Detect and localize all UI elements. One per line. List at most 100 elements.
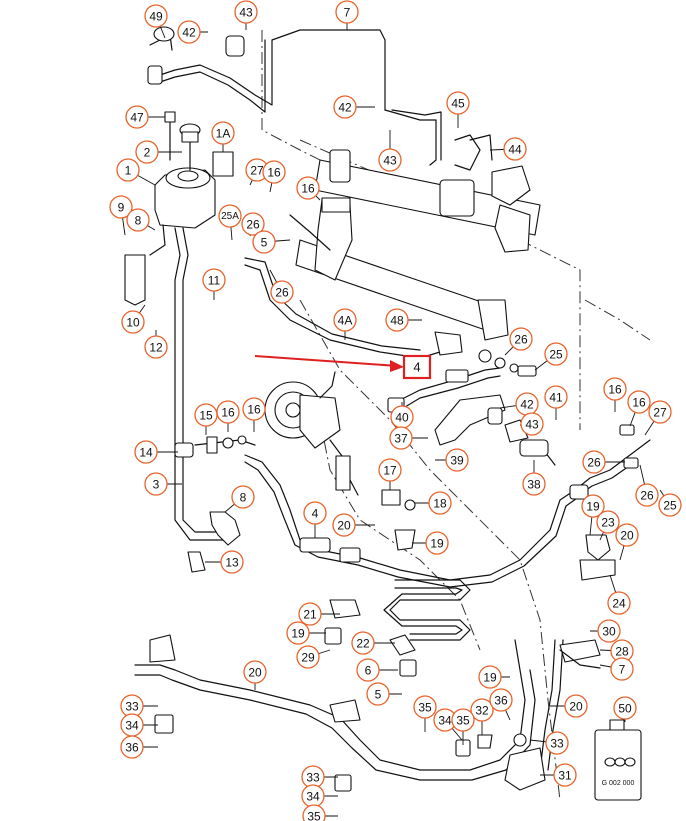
callout-number: 35: [418, 701, 432, 715]
callout-circle: [243, 660, 267, 684]
callout-circle: [252, 230, 276, 254]
callout-circle: [489, 688, 513, 712]
callout-number: 47: [130, 111, 144, 125]
callout-number: 9: [118, 201, 125, 215]
callout-7: 7: [610, 657, 634, 681]
callout-38: 38: [522, 472, 546, 496]
callout-40: 40: [390, 405, 414, 429]
callout-50: 50: [613, 696, 637, 720]
callout-number: 20: [569, 700, 583, 714]
callout-number: 39: [450, 454, 464, 468]
right-fittings: [381, 394, 651, 581]
callout-number: 22: [356, 637, 370, 651]
callout-circle: [298, 602, 322, 626]
callout-1: 1: [116, 158, 140, 182]
cooler-loop: [383, 579, 471, 641]
callout-circle: [144, 335, 168, 359]
callout-number: 1A: [216, 127, 231, 141]
callout-22: 22: [351, 631, 375, 655]
callout-5: 5: [366, 682, 390, 706]
callout-circle: [177, 20, 201, 44]
callout-circle: [446, 91, 470, 115]
pressure-hose-upper: [244, 257, 537, 413]
callout-number: 42: [182, 26, 196, 40]
callout-number: 15: [199, 409, 213, 423]
callout-number: 5: [375, 688, 382, 702]
callout-29: 29: [296, 645, 320, 669]
callout-number: 3: [153, 478, 160, 492]
callout-32: 32: [470, 698, 494, 722]
callout-35: 35: [413, 695, 437, 719]
callout-26: 26: [241, 212, 265, 236]
callout-circle: [597, 619, 621, 643]
callout-number: 13: [225, 556, 239, 570]
callout-circle: [509, 327, 533, 351]
callout-16: 16: [627, 390, 651, 414]
callout-16: 16: [603, 377, 627, 401]
callout-number: 30: [602, 625, 616, 639]
callout-circle: [216, 400, 240, 424]
can-label: G 002 000: [602, 780, 635, 787]
callout-circle: [109, 195, 133, 219]
callout-number: 16: [267, 166, 281, 180]
callout-19: 19: [425, 531, 449, 555]
callout-number: 19: [586, 500, 600, 514]
callout-circle: [522, 472, 546, 496]
callout-circle: [135, 140, 159, 164]
callout-30: 30: [597, 619, 621, 643]
callout-number: 20: [337, 519, 351, 533]
callout-circle: [544, 342, 568, 366]
callout-circle: [378, 458, 402, 482]
callout-circle: [120, 735, 144, 759]
callout-circle: [366, 682, 390, 706]
callout-31: 31: [553, 763, 577, 787]
lower-assembly: [134, 599, 601, 792]
callout-circle: [520, 412, 544, 436]
callout-circle: [126, 208, 150, 232]
callout-16: 16: [296, 176, 320, 200]
callout-number: 18: [433, 497, 447, 511]
callout-number: 23: [601, 516, 615, 530]
callout-number: 5: [261, 236, 268, 250]
callout-circle: [545, 731, 569, 755]
callout-number: 36: [494, 694, 508, 708]
highlight-arrow: [254, 355, 404, 372]
callout-circle: [658, 493, 682, 517]
callout-circle: [302, 804, 326, 821]
callout-number: 19: [483, 671, 497, 685]
steering-rack: [289, 134, 541, 341]
callout-number: 45: [451, 97, 465, 111]
callout-number: 50: [618, 702, 632, 716]
callout-44: 44: [503, 137, 527, 161]
callout-circle: [144, 472, 168, 496]
callout-21: 21: [298, 602, 322, 626]
body-outline: [261, 30, 651, 801]
callout-37: 37: [389, 426, 413, 450]
callout-number: 40: [395, 411, 409, 425]
callout-41: 41: [544, 385, 568, 409]
callout-number: 19: [430, 537, 444, 551]
callout-circle: [303, 501, 327, 525]
callout-circle: [144, 4, 168, 28]
callout-19: 19: [581, 494, 605, 518]
callout-number: 7: [344, 6, 351, 20]
callout-23: 23: [596, 510, 620, 534]
callout-number: 49: [149, 10, 163, 24]
callout-circle: [134, 440, 158, 464]
callout-16: 16: [216, 400, 240, 424]
callout-circle: [378, 148, 402, 172]
callout-circle: [296, 645, 320, 669]
callout-9: 9: [109, 195, 133, 219]
callout-43: 43: [520, 412, 544, 436]
callout-number: 24: [612, 597, 626, 611]
callout-19: 19: [478, 665, 502, 689]
callout-circle: [544, 385, 568, 409]
callout-number: 8: [135, 214, 142, 228]
callout-number: 25A: [221, 211, 239, 222]
suction-line: [174, 435, 581, 588]
callout-5: 5: [252, 230, 276, 254]
callout-43: 43: [234, 0, 258, 24]
callout-circle: [286, 621, 310, 645]
